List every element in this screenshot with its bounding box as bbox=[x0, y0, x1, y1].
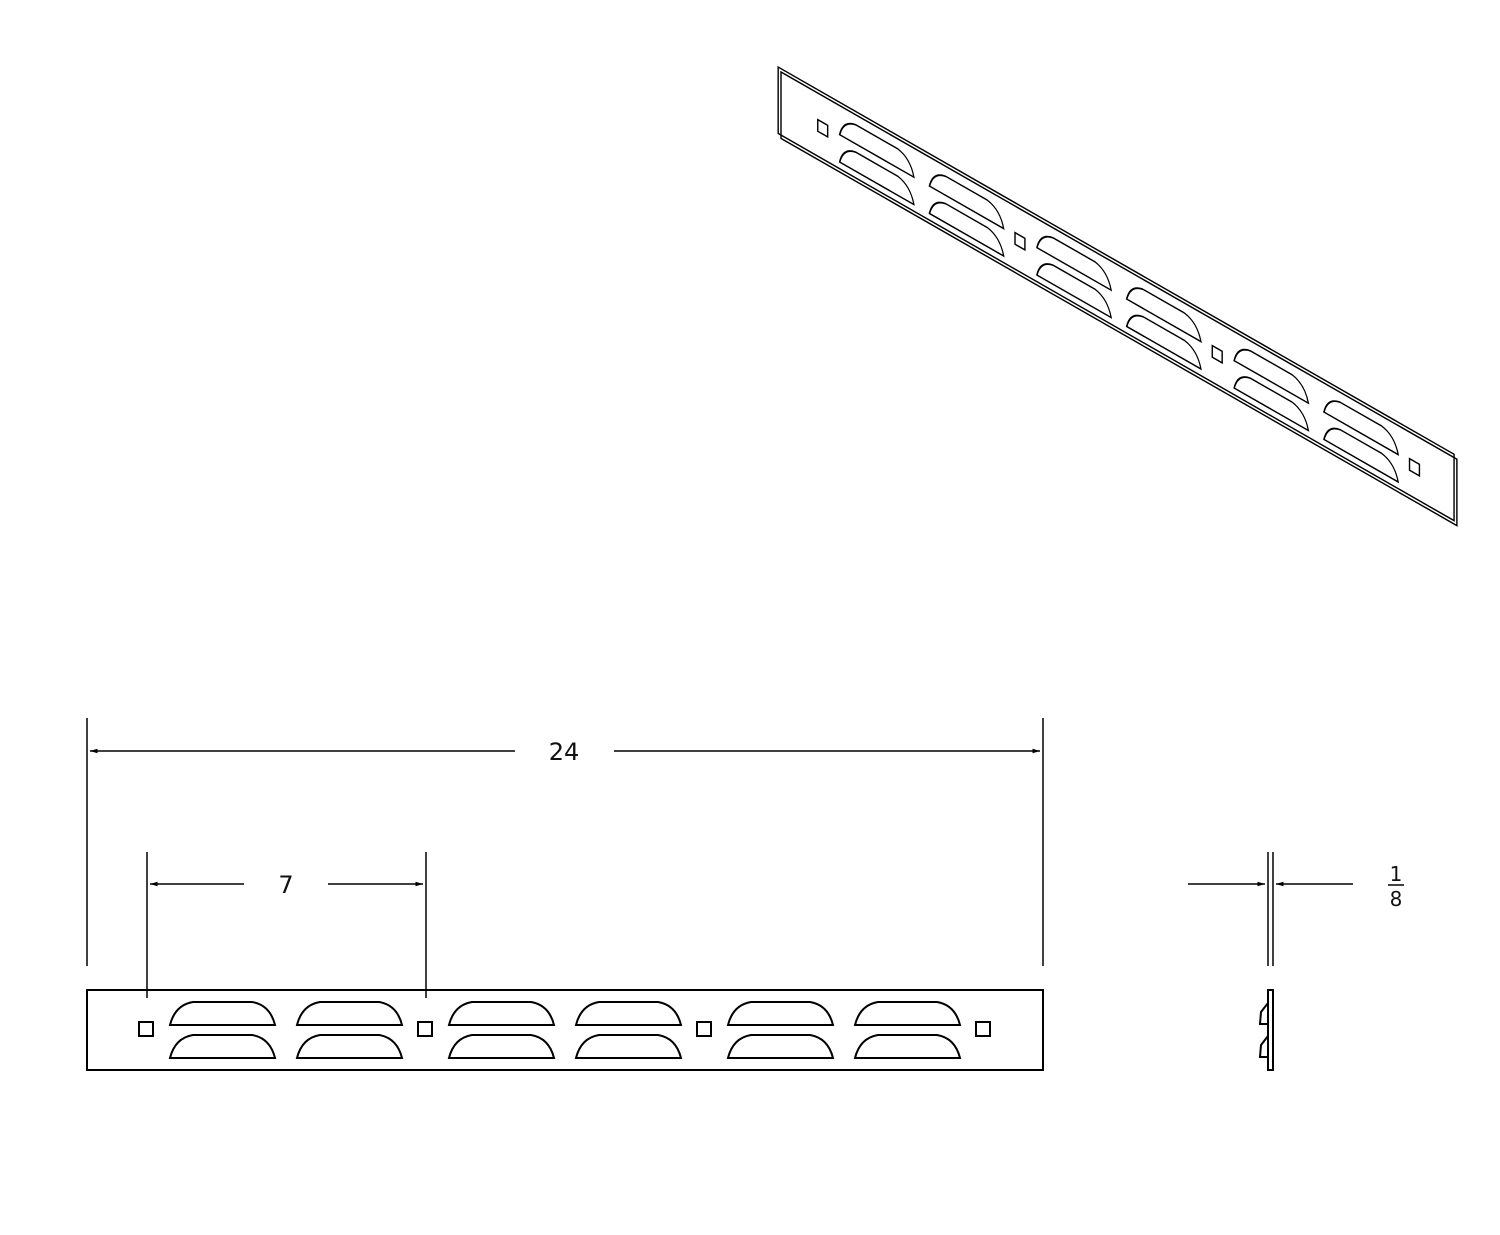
square-hole bbox=[1014, 231, 1026, 252]
louver-slot bbox=[575, 1034, 682, 1059]
side-plate bbox=[1267, 989, 1274, 1071]
square-hole bbox=[138, 1021, 154, 1037]
louver-slot bbox=[169, 1001, 276, 1026]
louver-slot bbox=[727, 1001, 834, 1026]
square-hole bbox=[417, 1021, 433, 1037]
louver-slot bbox=[575, 1001, 682, 1026]
louver-slot bbox=[838, 142, 915, 206]
louver-slot bbox=[296, 1001, 403, 1026]
dimension-hole-spacing: 7 bbox=[146, 852, 427, 998]
side-view: 1 8 bbox=[1188, 852, 1404, 1071]
plate-outline bbox=[86, 989, 1044, 1071]
louver-slot bbox=[448, 1034, 555, 1059]
louver-slot bbox=[854, 1034, 961, 1059]
isometric-view bbox=[777, 65, 1458, 527]
thickness-denominator: 8 bbox=[1390, 887, 1403, 911]
square-hole bbox=[1408, 457, 1421, 478]
thickness-numerator: 1 bbox=[1390, 862, 1403, 886]
plate-thickness-edge bbox=[777, 65, 1455, 522]
square-hole bbox=[975, 1021, 991, 1037]
louver-profile bbox=[1258, 1002, 1269, 1025]
louver-slot bbox=[1323, 419, 1400, 483]
plate-face bbox=[780, 70, 1458, 527]
louver-slot bbox=[1233, 368, 1310, 432]
louver-slot bbox=[1036, 255, 1113, 319]
louver-slot bbox=[169, 1034, 276, 1059]
louver-profile bbox=[1258, 1035, 1269, 1058]
louver-slot bbox=[854, 1001, 961, 1026]
square-hole bbox=[817, 118, 829, 139]
louver-slot bbox=[296, 1034, 403, 1059]
louver-slot bbox=[928, 193, 1005, 257]
front-view bbox=[86, 989, 1044, 1071]
dimension-overall-length: 24 bbox=[86, 718, 1044, 966]
louver-slot bbox=[448, 1001, 555, 1026]
louver-slot bbox=[1125, 306, 1202, 370]
louver-slot bbox=[727, 1034, 834, 1059]
square-hole bbox=[1211, 344, 1223, 365]
square-hole bbox=[696, 1021, 712, 1037]
dimension-label-24: 24 bbox=[549, 738, 580, 766]
dimension-label-7: 7 bbox=[278, 871, 293, 899]
